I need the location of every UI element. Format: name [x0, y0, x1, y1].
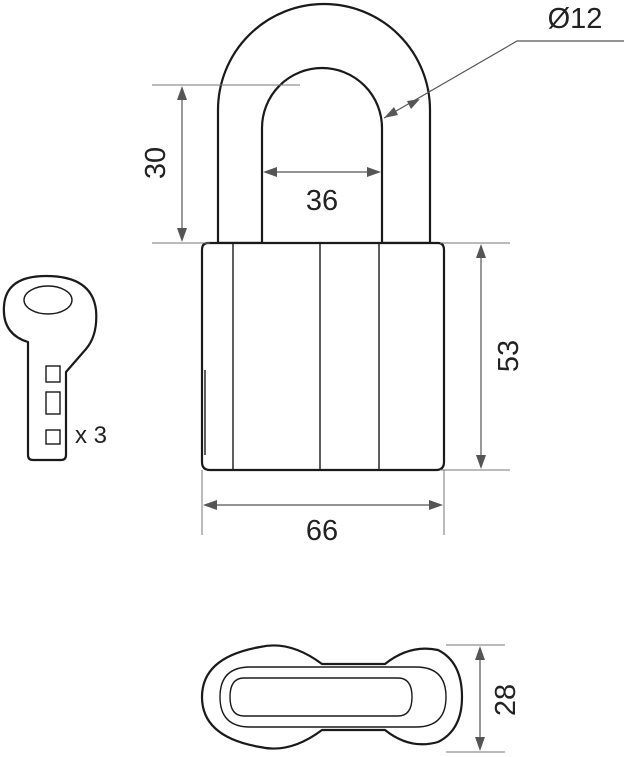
- body-width-label: 66: [306, 515, 338, 547]
- dimension-shackle-height: [152, 84, 300, 244]
- diameter-label: Ø12: [548, 3, 603, 35]
- dimension-body-width: [201, 470, 445, 535]
- lock-bottom-view: [200, 644, 464, 750]
- lock-body: [200, 241, 446, 472]
- key-notch: [45, 429, 61, 445]
- body-depth-label: 28: [490, 684, 522, 716]
- key-quantity-label: x 3: [75, 422, 107, 449]
- dimension-diameter-leader: [383, 40, 624, 119]
- shackle-height-label: 30: [140, 147, 172, 179]
- key-bow-hole: [23, 285, 73, 315]
- shackle: [216, 2, 432, 245]
- key-illustration: [2, 274, 98, 462]
- dimension-body-depth: [446, 644, 505, 753]
- key-notch: [45, 391, 61, 415]
- dimension-body-height: [440, 242, 510, 471]
- body-height-label: 53: [493, 340, 525, 372]
- dimension-shackle-width: [263, 167, 381, 177]
- key-notch: [45, 365, 61, 383]
- shackle-width-label: 36: [306, 185, 338, 217]
